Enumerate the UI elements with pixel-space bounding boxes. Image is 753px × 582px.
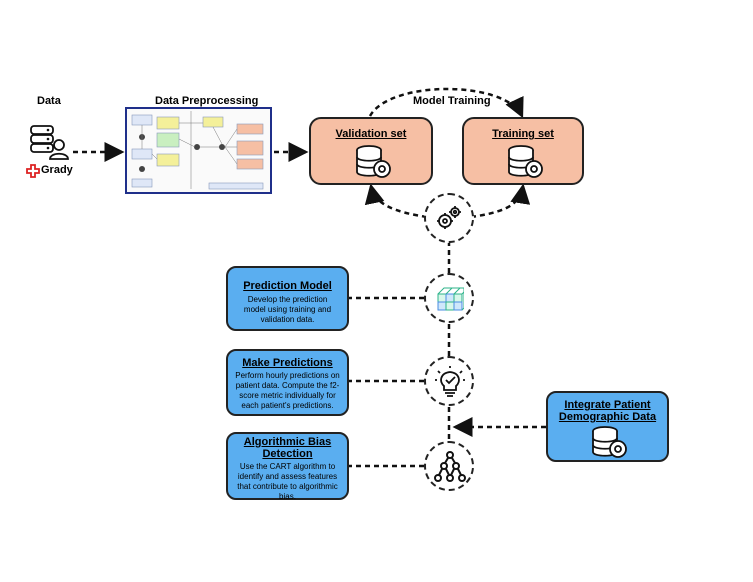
database-gear-icon <box>354 144 394 185</box>
validation-set-box: Validation set <box>309 117 433 185</box>
algorithmic-bias-title: Algorithmic Bias Detection <box>243 436 332 460</box>
grady-brand: Grady <box>41 164 73 176</box>
algorithmic-bias-box: Algorithmic Bias Detection Use the CART … <box>226 432 349 501</box>
data-title: Data <box>37 95 61 107</box>
database-gear-icon <box>590 426 630 465</box>
training-set-title: Training set <box>492 128 554 140</box>
training-set-box: Training set <box>462 117 584 185</box>
make-predictions-desc: Perform hourly predictions on patient da… <box>235 371 340 410</box>
prediction-model-desc: Develop the prediction model using train… <box>243 295 332 324</box>
make-predictions-title: Make Predictions <box>242 357 333 369</box>
tree-hierarchy-icon <box>434 451 466 482</box>
user-doctor-icon <box>48 138 70 165</box>
gears-icon <box>437 206 461 229</box>
model-training-title: Model Training <box>413 95 491 107</box>
lightbulb-check-icon <box>435 366 465 397</box>
grady-cross-icon <box>26 164 40 183</box>
prediction-model-box: Prediction Model Develop the prediction … <box>226 266 349 331</box>
validation-set-title: Validation set <box>335 128 407 140</box>
demographic-box: Integrate Patient Demographic Data <box>546 391 669 462</box>
gears-circle <box>424 193 474 243</box>
algorithmic-bias-desc: Use the CART algorithm to identify and a… <box>237 462 338 501</box>
make-predictions-box: Make Predictions Perform hourly predicti… <box>226 349 349 416</box>
cubes-circle <box>424 273 474 323</box>
tree-circle <box>424 441 474 491</box>
preprocessing-thumbnail <box>125 107 272 194</box>
prediction-model-title: Prediction Model <box>243 280 332 292</box>
lightbulb-circle <box>424 356 474 406</box>
database-gear-icon <box>506 144 546 185</box>
cubes-icon <box>437 287 464 311</box>
demographic-title: Integrate Patient Demographic Data <box>558 399 657 423</box>
preprocessing-title: Data Preprocessing <box>155 95 259 107</box>
database-icon <box>29 124 55 159</box>
